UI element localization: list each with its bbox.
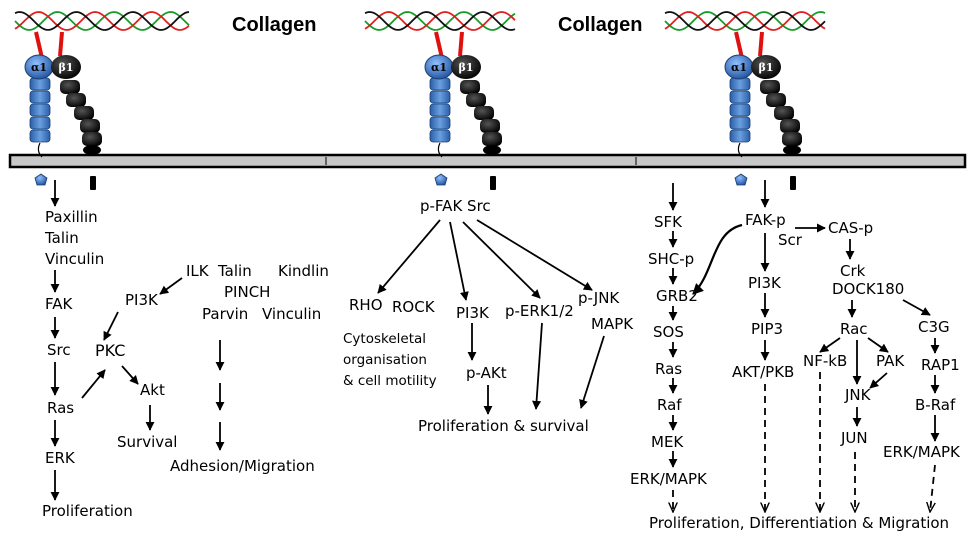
node-grb2: GRB2 — [656, 287, 698, 305]
node-pak: PAK — [876, 352, 905, 370]
collagen-helix-1 — [14, 11, 190, 31]
integrin-receptor-1: α1 β1 — [24, 31, 102, 190]
node-dock180: DOCK180 — [832, 280, 905, 298]
node-talin-2: Talin — [218, 262, 252, 280]
node-rac: Rac — [840, 320, 868, 338]
node-aktpkb: AKT/PKB — [732, 363, 795, 381]
arrow-22 — [579, 335, 605, 409]
arrow-21 — [532, 322, 543, 410]
node-erkmapk: ERK/MAPK — [630, 470, 707, 488]
node-survival: Survival — [117, 433, 178, 451]
node-proliferation: Proliferation — [42, 502, 133, 520]
node-pi3k-3: PI3K — [748, 274, 781, 292]
node-rho: RHO — [349, 296, 383, 314]
node-kindlin: Kindlin — [278, 262, 329, 280]
svg-text:α1: α1 — [731, 61, 747, 74]
node-parvin: Parvin — [202, 305, 249, 323]
node-pi3k: PI3K — [125, 291, 158, 309]
node-scr: Scr — [778, 231, 802, 249]
node-perk: p-ERK1/2 — [505, 302, 574, 320]
node-final-outcome: Proliferation, Differentiation & Migrati… — [649, 514, 950, 532]
integrin-receptor-2: α1 β1 — [424, 31, 502, 190]
node-fakp: FAK-p — [745, 211, 786, 229]
svg-text:β1: β1 — [459, 61, 474, 74]
arrow-9 — [81, 369, 106, 399]
node-cyto-2: organisation — [343, 352, 427, 368]
arrow-17 — [462, 221, 541, 299]
node-crk: Crk — [840, 262, 866, 280]
node-jnk: JNK — [845, 386, 871, 404]
svg-text:β1: β1 — [759, 61, 774, 74]
node-c3g: C3G — [918, 318, 950, 336]
svg-text:β1: β1 — [59, 61, 74, 74]
node-cyto-3: & cell motility — [343, 373, 437, 389]
node-mapk: MAPK — [591, 315, 634, 333]
svg-text:α1: α1 — [31, 61, 47, 74]
node-cyto-1: Cytoskeletal — [343, 331, 427, 347]
arrow-43 — [867, 337, 889, 353]
arrow-44 — [869, 372, 888, 389]
node-vinculin: Vinculin — [45, 250, 105, 268]
arrow-40 — [902, 299, 931, 316]
node-pjnk: p-JNK — [578, 289, 620, 307]
node-ilk: ILK — [186, 262, 209, 280]
node-jun: JUN — [841, 429, 868, 447]
node-prolif-survival: Proliferation & survival — [418, 417, 589, 435]
node-sfk: SFK — [654, 213, 682, 231]
node-shcp: SHC-p — [648, 250, 695, 268]
arrow-15 — [377, 219, 441, 294]
node-pinch: PINCH — [224, 283, 271, 301]
node-pi3k-2: PI3K — [456, 304, 489, 322]
node-fak: FAK — [45, 295, 73, 313]
node-akt: Akt — [140, 381, 165, 399]
node-adhesion-migration: Adhesion/Migration — [170, 457, 315, 475]
cell-membrane — [8, 153, 967, 169]
node-pip3: PIP3 — [751, 320, 784, 338]
arrow-51 — [930, 464, 935, 512]
arrow-8 — [103, 311, 119, 341]
arrow-16 — [449, 221, 469, 301]
collagen-label-1: Collagen — [232, 14, 317, 36]
arrow-7 — [159, 277, 183, 295]
node-pfak-src: p-FAK Src — [420, 197, 491, 215]
node-pkc: PKC — [95, 341, 126, 360]
node-nfkb: NF-kB — [803, 352, 848, 370]
collagen-label-2: Collagen — [558, 14, 643, 36]
svg-text:α1: α1 — [431, 61, 447, 74]
node-mek: MEK — [651, 433, 684, 451]
node-casp: CAS-p — [828, 219, 874, 237]
arrow-41 — [819, 337, 841, 353]
node-src: Src — [47, 341, 71, 359]
integrin-receptor-3: α1 β1 — [724, 31, 802, 190]
arrow-10 — [121, 365, 139, 385]
node-erk: ERK — [45, 449, 75, 467]
node-ras-3: Ras — [655, 360, 683, 378]
node-erkmapk-2: ERK/MAPK — [883, 443, 960, 461]
node-braf: B-Raf — [915, 396, 956, 414]
node-rock: ROCK — [392, 298, 435, 316]
collagen-helix-2 — [364, 11, 516, 31]
node-paxillin: Paxillin — [45, 208, 98, 226]
node-rap1: RAP1 — [921, 356, 960, 374]
arrow-fakp-to-grb2 — [692, 223, 743, 295]
node-vinculin-2: Vinculin — [262, 305, 322, 323]
node-ras: Ras — [47, 399, 75, 417]
node-talin: Talin — [45, 229, 79, 247]
arrow-18 — [476, 219, 593, 291]
collagen-helix-3 — [664, 11, 826, 31]
node-sos: SOS — [653, 323, 684, 341]
node-raf: Raf — [657, 396, 682, 414]
node-pakt: p-AKt — [466, 364, 507, 382]
